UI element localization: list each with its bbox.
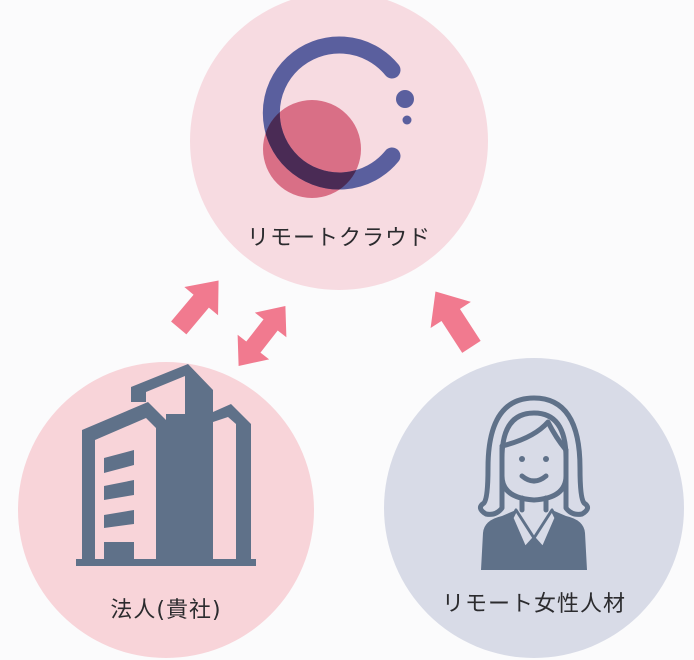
arrow-right-to-top	[430, 291, 481, 353]
businesswoman-icon	[478, 395, 590, 570]
node-label-corporation: 法人(貴社)	[110, 598, 222, 623]
office-building-icon	[76, 364, 256, 566]
node-remote-cloud: リモートクラウド	[190, 0, 488, 290]
remote-cloud-logo-icon	[262, 36, 414, 198]
node-label-remote-women: リモート女性人材	[441, 592, 626, 617]
node-corporation: 法人(貴社)	[18, 362, 314, 658]
node-label-remote-cloud: リモートクラウド	[246, 226, 431, 251]
arrow-double-top-left	[237, 306, 287, 366]
node-remote-women: リモート女性人材	[384, 358, 684, 658]
arrow-left-to-top	[171, 280, 219, 335]
